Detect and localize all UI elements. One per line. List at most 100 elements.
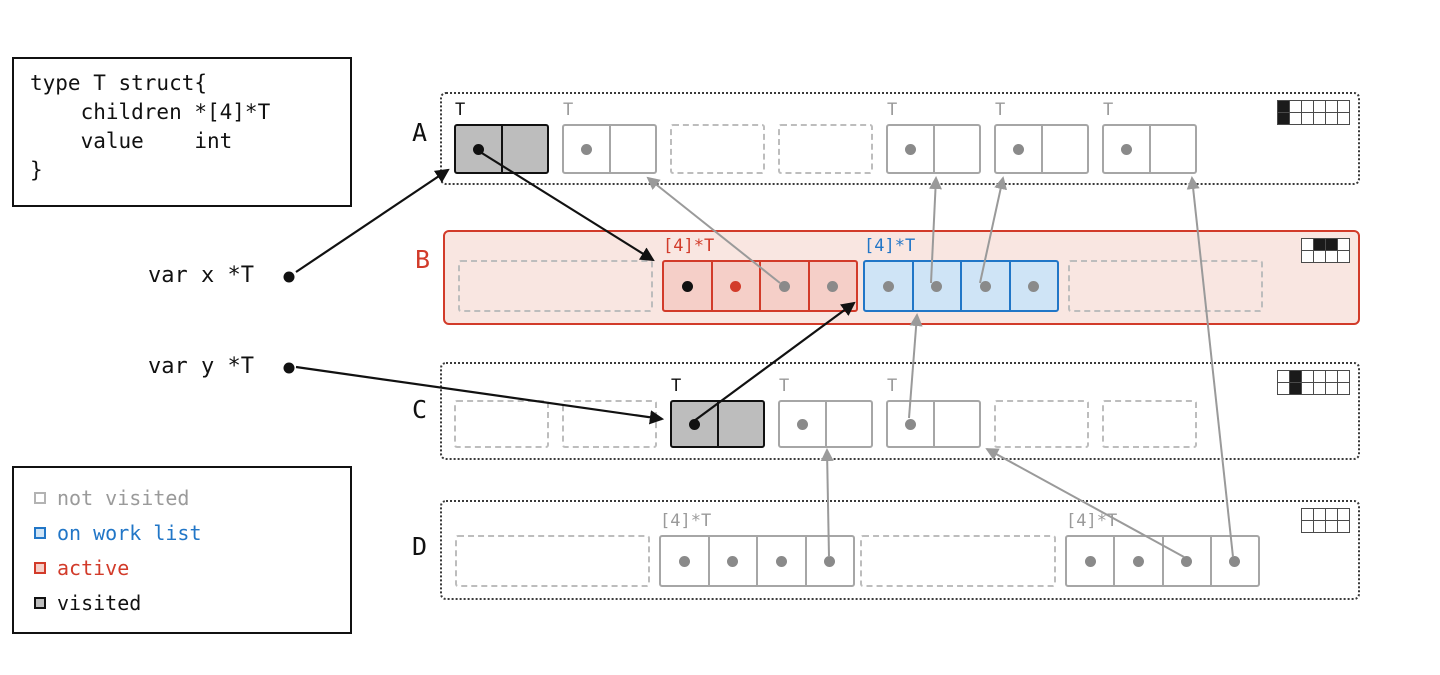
bitmap-cell: [1338, 113, 1349, 124]
pointer-dot: [775, 555, 787, 567]
type-label: T: [671, 376, 682, 396]
empty-slot: [860, 535, 1056, 587]
span-bitmap-A: [1277, 100, 1350, 125]
type-label: T: [1103, 100, 1114, 120]
legend-swatch-icon: [34, 596, 46, 609]
legend-item-active: active: [34, 556, 330, 580]
heap-object: [778, 400, 873, 448]
pointer-dot: [931, 280, 943, 292]
children-pointer-cell: [888, 402, 935, 446]
pointer-dot: [1012, 143, 1024, 155]
empty-slot: [458, 260, 653, 312]
heap-object: [562, 124, 657, 174]
bitmap-cell: [1314, 521, 1325, 532]
array-pointer-cell: [710, 537, 758, 585]
type-label: [4]*T: [864, 236, 916, 256]
pointer-dot: [1132, 555, 1144, 567]
value-cell: [935, 126, 980, 172]
span-row-D: D[4]*T[4]*T: [412, 500, 1360, 600]
pointer-dot: [904, 418, 916, 430]
bitmap-cell: [1314, 113, 1325, 124]
value-cell: [1151, 126, 1196, 172]
bitmap-cell: [1326, 521, 1337, 532]
heap-object: [886, 124, 981, 174]
bitmap-cell: [1302, 383, 1313, 394]
heap-object: [886, 400, 981, 448]
legend-swatch-icon: [34, 561, 46, 574]
bitmap-cell: [1290, 383, 1301, 394]
bitmap-cell: [1314, 383, 1325, 394]
heap-object: [454, 124, 549, 174]
array-pointer-cell: [1164, 537, 1212, 585]
array-pointer-cell: [1067, 537, 1116, 585]
root-pointer-dot-1: [283, 362, 295, 374]
bitmap-cell: [1338, 509, 1349, 520]
legend-item-not-visited: not visited: [34, 486, 330, 510]
bitmap-cell: [1338, 101, 1349, 112]
children-pointer-cell: [888, 126, 935, 172]
bitmap-cell: [1302, 371, 1313, 382]
type-label: T: [995, 100, 1006, 120]
bitmap-cell: [1326, 509, 1337, 520]
array-pointer-cell: [1011, 262, 1058, 310]
legend-swatch-icon: [34, 491, 46, 504]
array-pointer-cell: [807, 537, 854, 585]
type-label: T: [779, 376, 790, 396]
legend-item-on-work-list: on work list: [34, 521, 330, 545]
legend-label: active: [57, 555, 130, 580]
type-definition-box: type T struct{ children *[4]*T value int…: [12, 57, 352, 207]
heap-object: [670, 400, 765, 448]
legend-item-visited: visited: [34, 591, 330, 615]
empty-slot: [454, 400, 549, 448]
array-pointer-cell: [1115, 537, 1164, 585]
pointer-dot: [580, 143, 592, 155]
bitmap-cell: [1326, 383, 1337, 394]
bitmap-cell: [1326, 113, 1337, 124]
pointer-dot: [1120, 143, 1132, 155]
pointer-dot: [730, 280, 742, 292]
pointer-dot: [1229, 555, 1241, 567]
value-cell: [1043, 126, 1088, 172]
bitmap-cell: [1302, 113, 1313, 124]
pointer-dot: [827, 280, 839, 292]
children-pointer-cell: [780, 402, 827, 446]
span-bitmap-D: [1301, 508, 1350, 533]
span-label-D: D: [412, 532, 428, 561]
pointer-array: [659, 535, 855, 587]
span-label-B: B: [415, 245, 431, 274]
pointer-dot: [882, 280, 894, 292]
type-label: [4]*T: [1066, 511, 1118, 531]
bitmap-cell: [1302, 509, 1313, 520]
span-row-B: B[4]*T[4]*T: [415, 230, 1360, 325]
span-bitmap-B: [1301, 238, 1350, 263]
bitmap-cell: [1314, 371, 1325, 382]
bitmap-cell: [1338, 383, 1349, 394]
children-pointer-cell: [1104, 126, 1151, 172]
var-x-label: var x *T: [148, 263, 254, 288]
array-pointer-cell: [914, 262, 962, 310]
root-pointer-dot-0: [283, 271, 295, 283]
bitmap-cell: [1338, 251, 1349, 262]
span-bitmap-C: [1277, 370, 1350, 395]
pointer-array: [662, 260, 858, 312]
pointer-array: [1065, 535, 1260, 587]
bitmap-cell: [1302, 251, 1313, 262]
bitmap-cell: [1314, 239, 1325, 250]
array-pointer-cell: [758, 537, 807, 585]
legend-label: on work list: [57, 520, 202, 545]
legend-label: not visited: [57, 485, 190, 510]
pointer-dot: [1084, 555, 1096, 567]
empty-slot: [562, 400, 657, 448]
empty-slot: [1068, 260, 1263, 312]
bitmap-cell: [1290, 113, 1301, 124]
legend-label: visited: [57, 590, 142, 615]
bitmap-cell: [1326, 371, 1337, 382]
pointer-array: [863, 260, 1059, 312]
empty-slot: [994, 400, 1089, 448]
pointer-dot: [678, 555, 690, 567]
array-pointer-cell: [810, 262, 857, 310]
children-pointer-cell: [564, 126, 611, 172]
bitmap-cell: [1302, 101, 1313, 112]
